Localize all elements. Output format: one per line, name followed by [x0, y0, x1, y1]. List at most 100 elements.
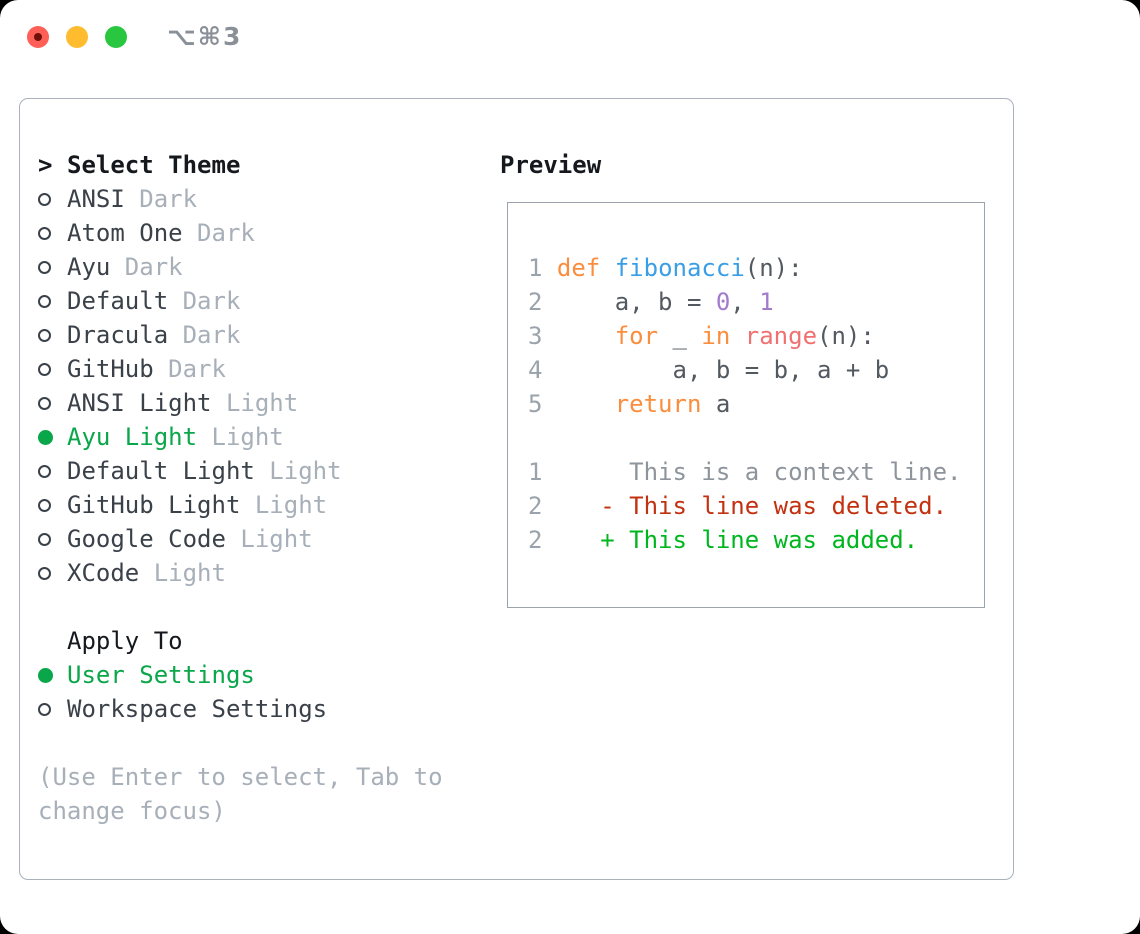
- token-gutter: 2: [528, 526, 543, 554]
- token-gutter: 2: [528, 288, 543, 316]
- radio-circle-icon: [38, 566, 51, 580]
- theme-option-ayu[interactable]: Ayu Dark: [38, 250, 488, 284]
- theme-name: Atom One: [67, 219, 183, 247]
- token-gutter: 4: [528, 356, 543, 384]
- token-fg: [542, 526, 600, 554]
- token-fg: [542, 390, 614, 418]
- theme-option-xcode[interactable]: XCode Light: [38, 556, 488, 590]
- theme-variant-tag: Light: [211, 389, 299, 417]
- radio-marker: [38, 702, 67, 716]
- theme-option-default[interactable]: Default Dark: [38, 284, 488, 318]
- theme-option-ayu-light[interactable]: Ayu Light Light: [38, 420, 488, 454]
- theme-option-ansi-light[interactable]: ANSI Light Light: [38, 386, 488, 420]
- radio-selected-icon: [38, 429, 53, 445]
- theme-name: Default: [67, 287, 169, 315]
- radio-marker: [38, 294, 67, 308]
- token-fg: a, b = b, a + b: [542, 356, 890, 384]
- radio-circle-icon: [38, 362, 51, 376]
- token-gutter: 1: [528, 254, 557, 282]
- apply-to-title: Apply To: [67, 627, 183, 655]
- radio-circle-icon: [38, 260, 51, 274]
- theme-option-atom-one[interactable]: Atom One Dark: [38, 216, 488, 250]
- theme-variant-tag: Dark: [110, 253, 183, 281]
- token-fg: a, b =: [542, 288, 716, 316]
- theme-option-ansi[interactable]: ANSI Dark: [38, 182, 488, 216]
- token-fg: [730, 322, 744, 350]
- radio-marker: [38, 362, 67, 376]
- theme-variant-tag: Dark: [168, 287, 241, 315]
- selection-marker: >: [38, 151, 67, 179]
- radio-circle-icon: [38, 532, 51, 546]
- radio-circle-icon: [38, 192, 51, 206]
- theme-variant-tag: Light: [197, 423, 284, 451]
- theme-option-default-light[interactable]: Default Light Light: [38, 454, 488, 488]
- theme-variant-tag: Dark: [124, 185, 198, 213]
- radio-selected-icon: [38, 667, 53, 683]
- radio-circle-icon: [38, 702, 51, 716]
- radio-marker: [38, 328, 67, 342]
- token-gutter: 5: [528, 390, 543, 418]
- help-text: change focus): [38, 797, 226, 825]
- theme-name: ANSI Light: [67, 389, 212, 417]
- app-panel: [19, 98, 1014, 880]
- blank-line: [528, 421, 961, 455]
- theme-option-google-code[interactable]: Google Code Light: [38, 522, 488, 556]
- close-button[interactable]: [27, 26, 49, 48]
- theme-variant-tag: Light: [225, 525, 313, 553]
- radio-marker: [38, 429, 67, 445]
- token-keyword: def: [556, 254, 601, 282]
- theme-option-github-light[interactable]: GitHub Light Light: [38, 488, 488, 522]
- cursor-icon: >: [38, 151, 53, 179]
- theme-name: Ayu: [67, 253, 111, 281]
- radio-marker: [38, 226, 67, 240]
- minimize-button[interactable]: [66, 26, 88, 48]
- spacer-row: [38, 726, 488, 760]
- theme-name: Dracula: [67, 321, 169, 349]
- token-fg: (n):: [744, 254, 803, 282]
- token-gutter: 3: [528, 322, 543, 350]
- theme-variant-tag: Dark: [182, 219, 255, 247]
- help-text-line-1: (Use Enter to select, Tab to: [38, 760, 488, 794]
- help-text: (Use Enter to select, Tab to: [38, 763, 443, 791]
- theme-variant-tag: Light: [254, 457, 342, 485]
- apply-option-workspace-settings[interactable]: Workspace Settings: [38, 692, 488, 726]
- zoom-button[interactable]: [105, 26, 127, 48]
- apply-option-user-settings[interactable]: User Settings: [38, 658, 488, 692]
- radio-circle-icon: [38, 396, 51, 410]
- token-keyword: in: [701, 322, 731, 350]
- radio-marker: [38, 667, 67, 683]
- theme-picker-title: Select Theme: [67, 151, 241, 179]
- apply-option-label: Workspace Settings: [67, 695, 328, 723]
- token-fg: [542, 322, 614, 350]
- code-line: 5 return a: [528, 387, 961, 421]
- token-context: This is a context line.: [542, 458, 962, 486]
- radio-marker: [38, 260, 67, 274]
- radio-marker: [38, 532, 67, 546]
- token-constant: 1: [759, 288, 774, 316]
- radio-circle-icon: [38, 294, 51, 308]
- token-special: range: [744, 322, 818, 350]
- preview-box: [507, 202, 985, 608]
- modified-dot-icon: [34, 33, 42, 41]
- radio-circle-icon: [38, 498, 51, 512]
- code-line: 1 def fibonacci(n):: [528, 251, 961, 285]
- token-entity: fibonacci: [614, 254, 745, 282]
- radio-circle-icon: [38, 328, 51, 342]
- token-fg: a: [701, 390, 731, 418]
- theme-variant-tag: Dark: [153, 355, 226, 383]
- radio-circle-icon: [38, 464, 51, 478]
- theme-name: Google Code: [67, 525, 226, 553]
- preview-heading: Preview: [500, 151, 602, 179]
- theme-option-github[interactable]: GitHub Dark: [38, 352, 488, 386]
- token-added: + This line was added.: [600, 526, 919, 554]
- code-line: 2 a, b = 0, 1: [528, 285, 961, 319]
- apply-to-header: Apply To: [38, 624, 488, 658]
- radio-marker: [38, 566, 67, 580]
- code-line: 4 a, b = b, a + b: [528, 353, 961, 387]
- theme-variant-tag: Dark: [168, 321, 241, 349]
- token-fg: [542, 492, 600, 520]
- theme-option-dracula[interactable]: Dracula Dark: [38, 318, 488, 352]
- help-text-line-2: change focus): [38, 794, 488, 828]
